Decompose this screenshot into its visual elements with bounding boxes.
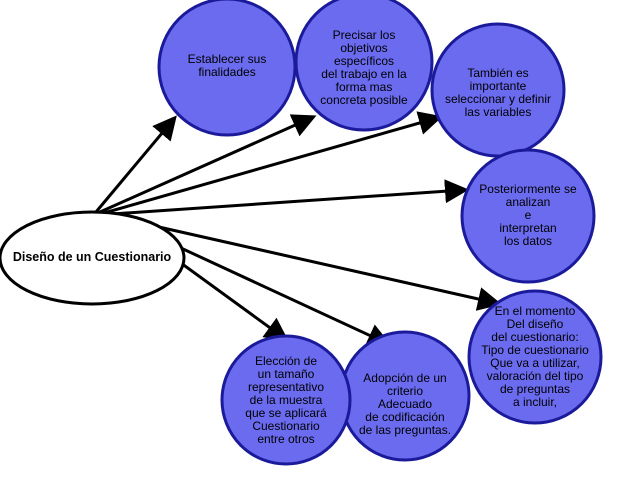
arrow-to-criterio: [154, 234, 392, 347]
arrow-to-variables: [103, 111, 443, 215]
node-muestra: [220, 334, 352, 466]
node-variables: [430, 22, 566, 158]
node-objetivos: [294, 0, 434, 132]
node-analizan: [460, 148, 596, 284]
nodes: [157, 0, 603, 466]
node-finalidades: [157, 0, 297, 137]
node-momento: [467, 289, 603, 425]
arrow-to-momento: [149, 223, 502, 311]
node-criterio: [339, 330, 471, 462]
arrow-to-objetivos: [99, 114, 317, 214]
arrow-to-finalidades: [94, 115, 177, 213]
center-ellipse: [0, 210, 186, 306]
arrow-to-analizan: [111, 179, 469, 216]
